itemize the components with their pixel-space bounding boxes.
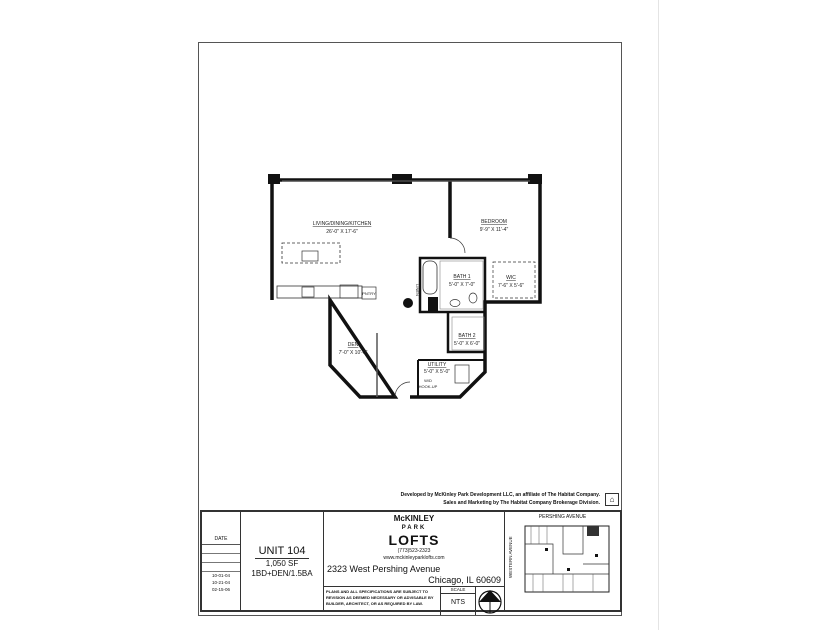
kitchen-island bbox=[281, 242, 341, 264]
unit-number: UNIT 104 bbox=[254, 544, 310, 559]
pantry bbox=[361, 286, 377, 300]
column bbox=[528, 174, 542, 184]
scale-value: NTS bbox=[451, 599, 465, 606]
bath-walls bbox=[418, 256, 487, 354]
revision-dates: DATE 10-01-04 10-21-04 02-15-06 bbox=[202, 512, 241, 610]
scale-label: SCALE bbox=[441, 587, 475, 594]
den-label: DEN bbox=[348, 342, 359, 348]
north-arrow-icon bbox=[478, 590, 502, 614]
credits-line-2: Sales and Marketing by The Habitat Compa… bbox=[443, 500, 600, 506]
map-side-street: WESTERN AVENUE bbox=[508, 536, 513, 578]
bath1-size: 5'-0" X 7'-0" bbox=[449, 282, 475, 288]
wic-size: 7'-6" X 5'-6" bbox=[498, 283, 524, 289]
pantry-label: PNTRY bbox=[362, 291, 376, 296]
unit-type: 1BD+DEN/1.5BA bbox=[251, 569, 313, 578]
unit-location-marker bbox=[587, 526, 599, 536]
page-edge bbox=[658, 0, 659, 630]
refrigerator-icon bbox=[339, 284, 359, 299]
bath2-size: 5'-0" X 6'-0" bbox=[454, 341, 480, 347]
column-round bbox=[403, 298, 413, 308]
city: Chicago, IL 60609 bbox=[428, 575, 501, 585]
den-size: 7'-0" X 10'-0" bbox=[339, 350, 368, 356]
living-size: 26'-0" X 17'-6" bbox=[326, 229, 358, 235]
sink-icon bbox=[449, 299, 461, 307]
bedroom-size: 9'-9" X 11'-4" bbox=[480, 227, 509, 233]
site-map: PERSHING AVENUE WESTERN AVENUE bbox=[505, 512, 620, 610]
wic-label: WIC bbox=[506, 275, 516, 281]
map-top-street: PERSHING AVENUE bbox=[538, 514, 587, 520]
street-address: 2323 West Pershing Avenue bbox=[327, 564, 441, 574]
date-1: 10-01-04 bbox=[211, 573, 230, 578]
wic-shelving bbox=[492, 261, 536, 299]
utility-label: UTILITY bbox=[428, 362, 447, 368]
wd-label: W/D bbox=[424, 378, 432, 383]
logo: McKINLEY PARK LOFTS bbox=[388, 514, 440, 548]
utility-size: 5'-0" X 5'-0" bbox=[424, 369, 450, 375]
website-link[interactable]: www.mckinleyparklofts.com bbox=[383, 555, 445, 561]
shaft bbox=[428, 297, 438, 311]
tile-floor bbox=[451, 316, 485, 351]
water-heater-icon bbox=[454, 364, 470, 384]
sink-icon bbox=[301, 250, 319, 262]
site-plan-drawing bbox=[524, 525, 610, 593]
door-swing bbox=[449, 237, 466, 254]
tile-floor bbox=[439, 260, 484, 310]
equal-housing-icon: ⌂ bbox=[605, 493, 619, 506]
date-2: 10-21-04 bbox=[211, 580, 230, 585]
toilet-icon bbox=[468, 292, 478, 304]
wd-hookup-label: HOOK-UP bbox=[419, 384, 438, 389]
bath2-label: BATH 2 bbox=[458, 333, 475, 339]
project-info: McKINLEY PARK LOFTS (773)523-2323 www.mc… bbox=[324, 512, 505, 615]
column bbox=[392, 174, 412, 184]
linen-label: LINEN bbox=[415, 284, 420, 296]
exterior-walls bbox=[270, 178, 542, 399]
plan-sheet bbox=[198, 42, 622, 616]
column bbox=[268, 174, 280, 184]
bedroom-label: BEDROOM bbox=[481, 219, 507, 225]
bathtub-icon bbox=[422, 260, 438, 295]
developer-credits: Developed by McKinley Park Development L… bbox=[401, 491, 600, 507]
range-icon bbox=[301, 286, 315, 298]
disclaimer: PLANS AND ALL SPECIFICATIONS ARE SUBJECT… bbox=[326, 589, 434, 606]
scale-box: SCALE NTS bbox=[440, 587, 476, 615]
unit-info: UNIT 104 1,050 SF 1BD+DEN/1.5BA bbox=[241, 512, 324, 610]
living-label: LIVING/DINING/KITCHEN bbox=[313, 221, 372, 227]
date-3: 02-15-06 bbox=[211, 587, 230, 592]
entry-door-swing bbox=[394, 381, 411, 398]
unit-area: 1,050 SF bbox=[265, 559, 299, 568]
credits-line-1: Developed by McKinley Park Development L… bbox=[400, 492, 600, 498]
utility-walls bbox=[417, 359, 485, 397]
phone: (773)523-2323 bbox=[397, 548, 431, 554]
kitchen-counter bbox=[276, 285, 363, 299]
title-block: DATE 10-01-04 10-21-04 02-15-06 UNIT 104… bbox=[200, 510, 622, 615]
date-header: DATE bbox=[202, 536, 240, 545]
bath1-label: BATH 1 bbox=[453, 274, 470, 280]
